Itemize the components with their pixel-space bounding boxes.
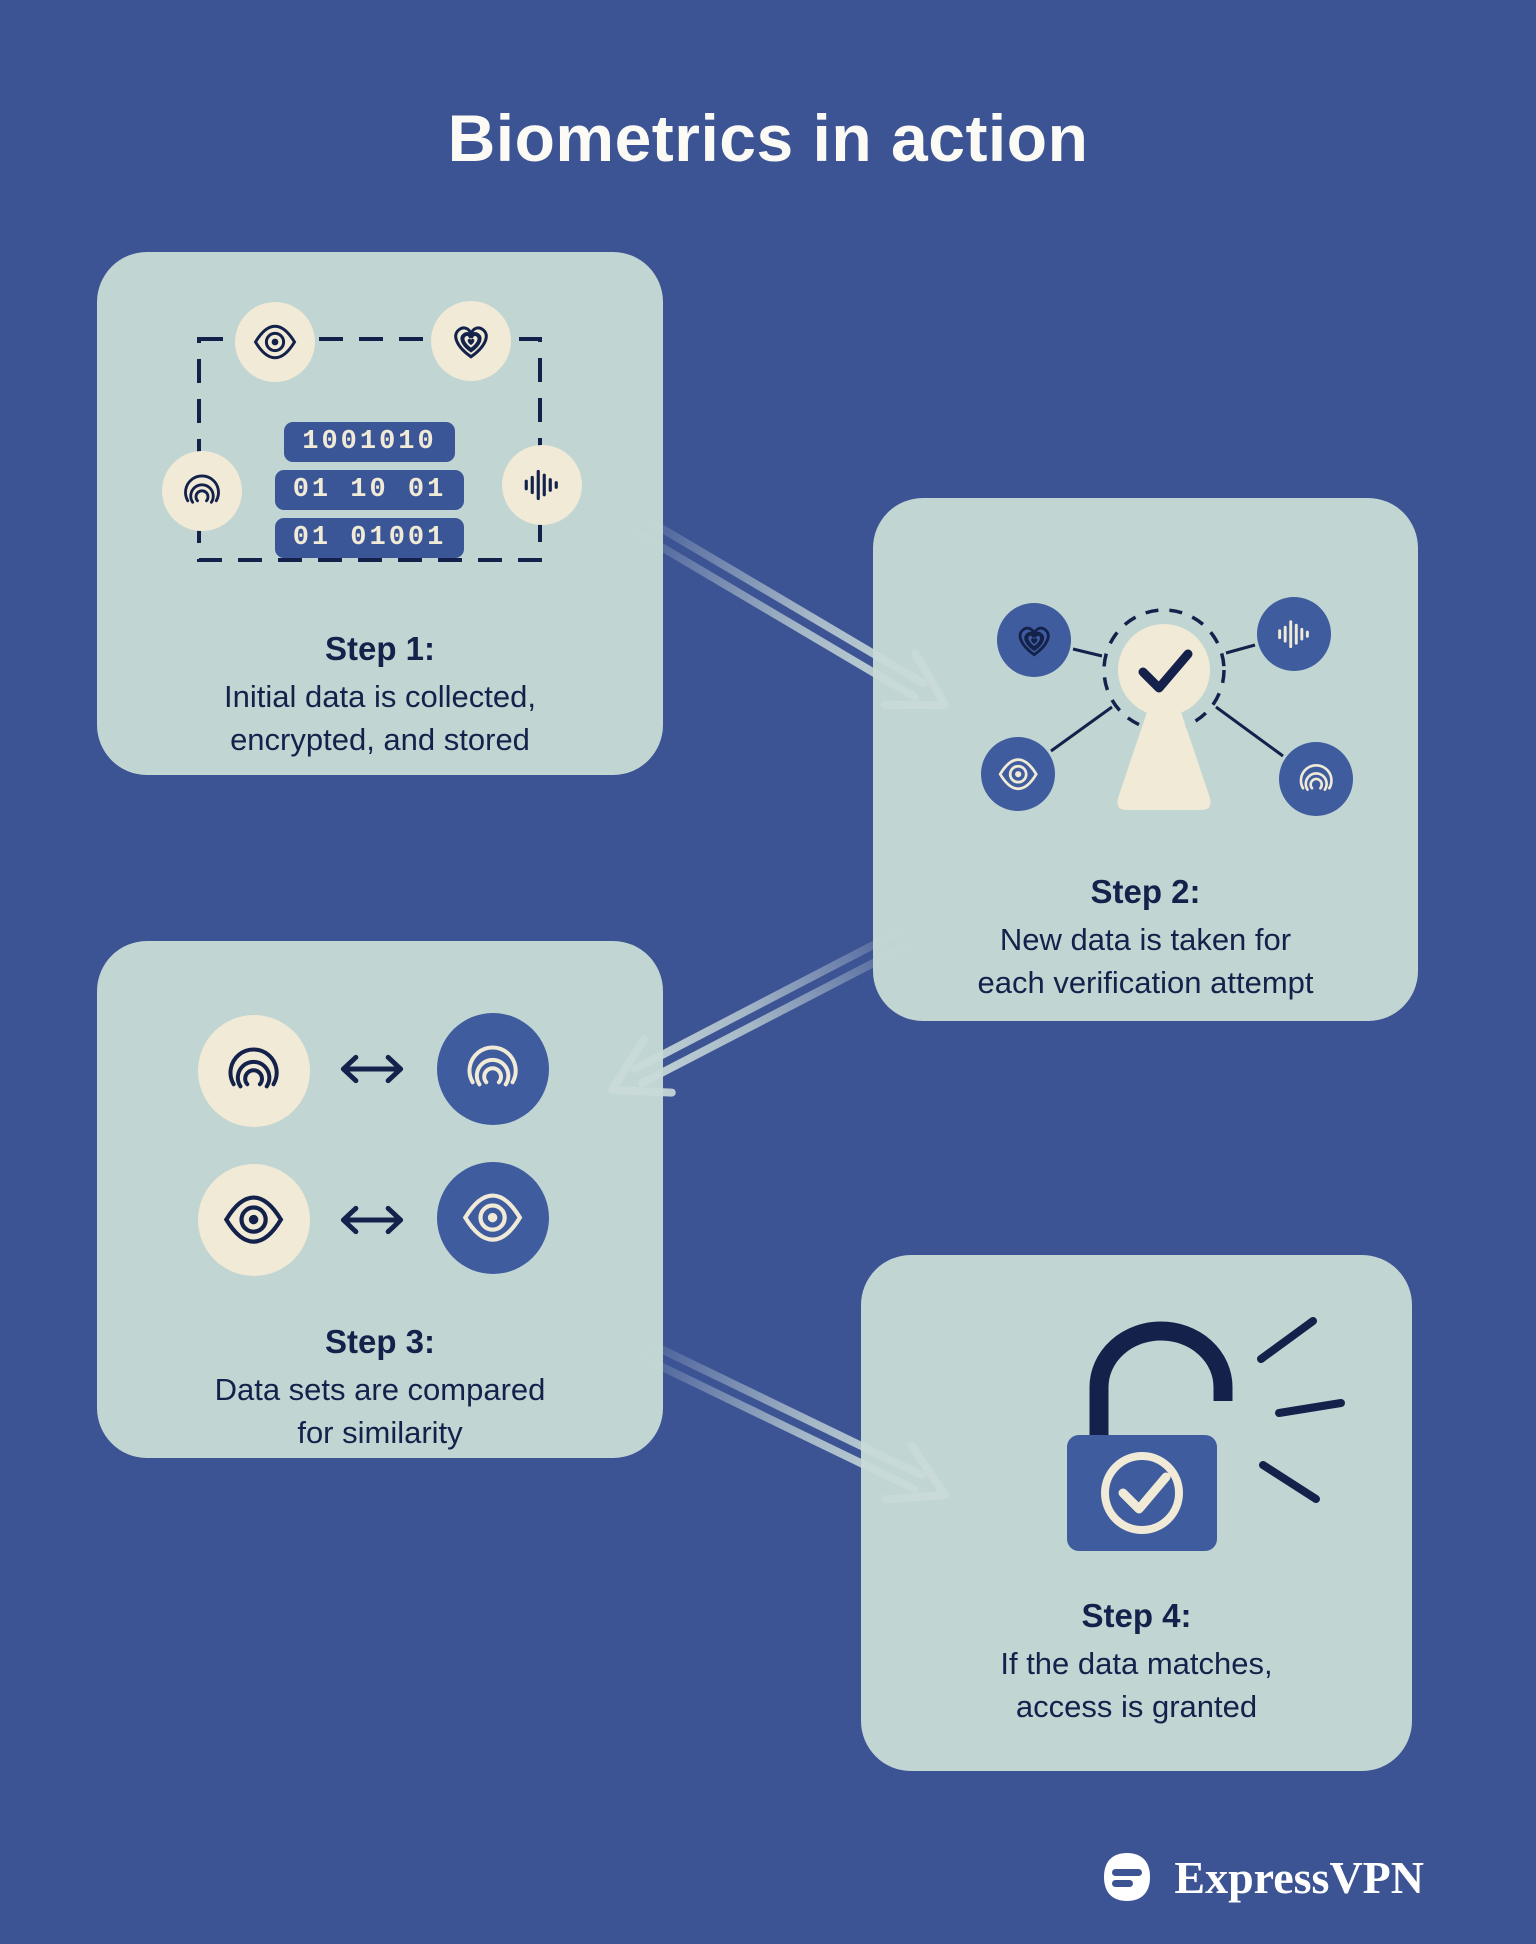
step-label: Step 1: bbox=[324, 630, 436, 667]
soundwave-badge bbox=[1257, 597, 1331, 671]
fingerprint-badge bbox=[162, 451, 242, 531]
heart-badge bbox=[431, 301, 511, 381]
binary-data-pills: 1001010 01 10 01 01 01001 bbox=[197, 422, 542, 558]
fingerprint-icon bbox=[459, 1035, 526, 1102]
check-circle bbox=[1101, 1452, 1183, 1534]
expressvpn-wordmark: ExpressVPN bbox=[1174, 1851, 1424, 1903]
heart-icon bbox=[1012, 618, 1056, 662]
binary-pill: 01 01001 bbox=[274, 518, 465, 558]
padlock-body bbox=[1067, 1435, 1217, 1551]
check-icon bbox=[1138, 649, 1193, 693]
shackle bbox=[1089, 1321, 1233, 1437]
step-1-text: Step 1: Initial data is collected, encry… bbox=[97, 630, 663, 762]
step-description: If the data matches, access is granted bbox=[1000, 1646, 1273, 1724]
keyhole-icon bbox=[1117, 706, 1211, 810]
binary-pill: 01 10 01 bbox=[274, 470, 465, 510]
eye-icon bbox=[996, 752, 1040, 796]
open-padlock-graphic bbox=[1067, 1317, 1345, 1551]
step-label: Step 2: bbox=[1090, 873, 1201, 910]
verification-graphic bbox=[1050, 608, 1284, 810]
step-3-card: Step 3: Data sets are compared for simil… bbox=[97, 941, 663, 1458]
page-title: Biometrics in action bbox=[447, 101, 1089, 175]
emphasis-lines bbox=[1257, 1317, 1345, 1503]
check-icon bbox=[1118, 1472, 1171, 1514]
eye-badge bbox=[981, 737, 1055, 811]
step-1-card: 1001010 01 10 01 01 01001 Step 1: Initia… bbox=[97, 252, 663, 775]
eye-badge bbox=[198, 1164, 310, 1276]
heart-icon bbox=[447, 317, 495, 365]
step-label: Step 4: bbox=[1081, 1597, 1192, 1634]
binary-pill: 1001010 bbox=[284, 422, 455, 462]
step-4-text: Step 4: If the data matches, access is g… bbox=[861, 1597, 1412, 1729]
step-2-text: Step 2: New data is taken for each verif… bbox=[873, 873, 1418, 1005]
eye-icon bbox=[251, 318, 299, 366]
eye-badge bbox=[437, 1162, 549, 1274]
expressvpn-logo-icon bbox=[1104, 1853, 1151, 1901]
fingerprint-badge bbox=[1279, 742, 1353, 816]
keyhole-dashed-circle bbox=[1102, 608, 1226, 732]
soundwave-icon bbox=[1272, 612, 1316, 656]
eye-icon bbox=[220, 1186, 287, 1253]
step-description: Data sets are compared for similarity bbox=[214, 1372, 546, 1450]
fingerprint-icon bbox=[220, 1037, 287, 1104]
keyhole-circle bbox=[1118, 624, 1210, 716]
fingerprint-badge bbox=[198, 1015, 310, 1127]
fingerprint-badge bbox=[437, 1013, 549, 1125]
eye-badge bbox=[235, 302, 315, 382]
step-label: Step 3: bbox=[324, 1323, 436, 1360]
heart-badge bbox=[997, 603, 1071, 677]
eye-icon bbox=[459, 1184, 526, 1251]
step-2-card: Step 2: New data is taken for each verif… bbox=[873, 498, 1418, 1021]
compare-arrow-icon bbox=[329, 1045, 415, 1093]
step-4-card: Step 4: If the data matches, access is g… bbox=[861, 1255, 1412, 1771]
step-description: New data is taken for each verification … bbox=[977, 922, 1314, 1000]
soundwave-badge bbox=[502, 445, 582, 525]
fingerprint-icon bbox=[1294, 757, 1338, 801]
compare-arrow-icon bbox=[329, 1196, 415, 1244]
step-description: Initial data is collected, encrypted, an… bbox=[224, 679, 536, 757]
expressvpn-logo: ExpressVPN bbox=[1096, 1850, 1424, 1904]
step-3-text: Step 3: Data sets are compared for simil… bbox=[97, 1323, 663, 1455]
